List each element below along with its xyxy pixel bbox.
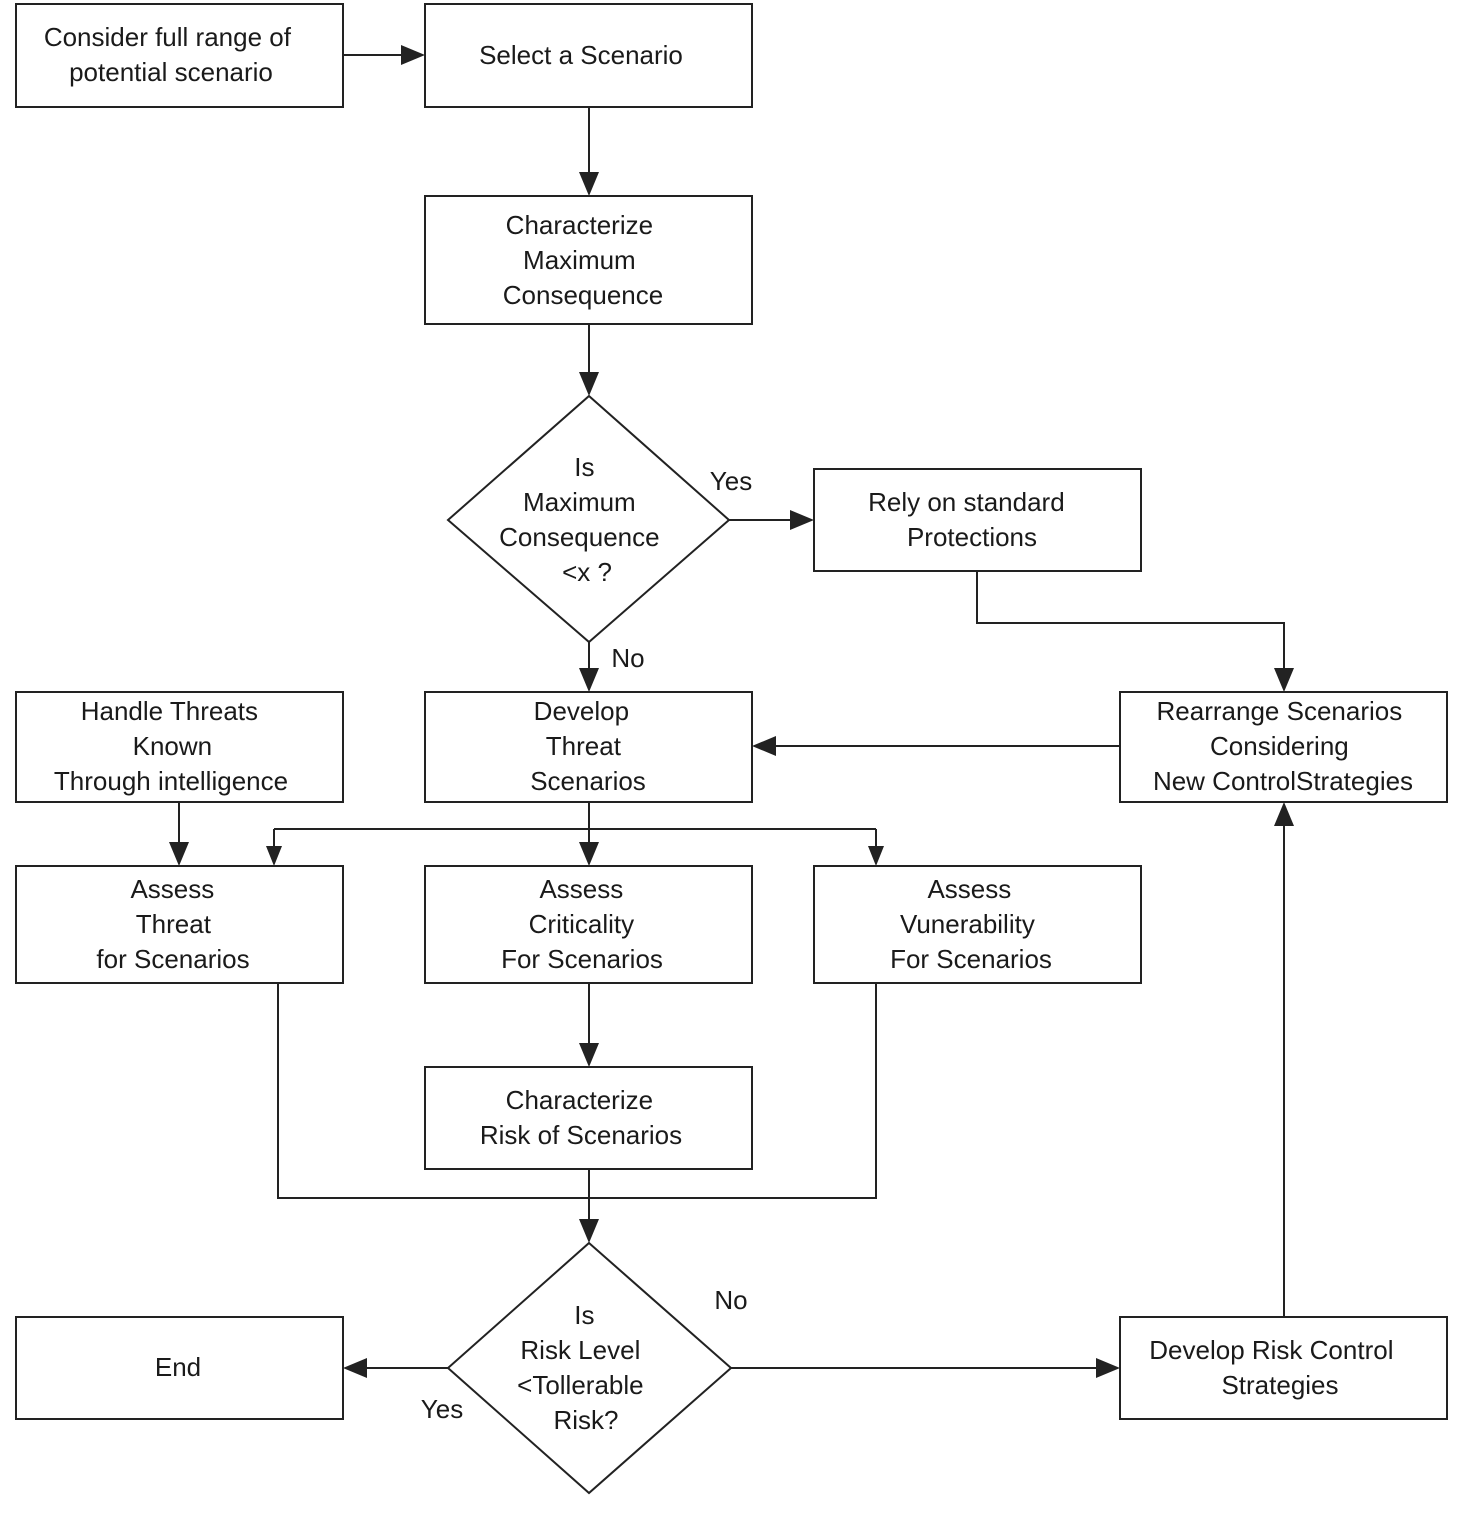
arrowhead-assess-threat-top-b	[266, 846, 282, 866]
node-select-scenario: Select a Scenario	[424, 3, 753, 108]
arrowhead-end-right	[343, 1358, 367, 1378]
edge-label-risk-no: No	[714, 1285, 747, 1315]
node-assess-threat-label: Assess Threat for Scenarios	[96, 874, 249, 974]
node-characterize-max-consequence-label: Characterize Maximum Consequence	[503, 210, 663, 310]
arrowhead-rearrange-top	[1274, 668, 1294, 692]
node-develop-risk-control: Develop Risk Control Strategies	[1119, 1316, 1448, 1420]
node-assess-threat: Assess Threat for Scenarios	[15, 865, 344, 984]
node-select-scenario-label: Select a Scenario	[479, 40, 683, 70]
node-assess-criticality: Assess Criticality For Scenarios	[424, 865, 753, 984]
node-rely-standard-protections-label: Rely on standard Protections	[868, 487, 1072, 552]
node-characterize-risk-label: Characterize Risk of Scenarios	[480, 1085, 682, 1150]
arrowhead-characterize-risk-top	[579, 1043, 599, 1067]
node-consider-scenarios-label: Consider full range of potential scenari…	[44, 22, 298, 87]
arrowhead-assess-vulnerability-top	[868, 846, 884, 866]
arrowhead-characterize-top	[579, 172, 599, 196]
node-rearrange-scenarios: Rearrange Scenarios Considering New Cont…	[1119, 691, 1448, 803]
arrowhead-rearrange-bottom	[1274, 802, 1294, 826]
node-develop-threat-scenarios-label: Develop Threat Scenarios	[530, 696, 646, 796]
decision-risk-level-label: Is Risk Level <Tollerable Risk?	[517, 1300, 651, 1435]
connectors	[169, 45, 1294, 1378]
node-develop-risk-control-label: Develop Risk Control Strategies	[1149, 1335, 1400, 1400]
node-assess-vulnerability: Assess Vunerability For Scenarios	[813, 865, 1142, 984]
arrowhead-assess-criticality-top	[579, 842, 599, 866]
decision-max-consequence-label: Is Maximum Consequence <x ?	[499, 452, 667, 587]
arrowhead-develop-top	[579, 668, 599, 692]
node-characterize-max-consequence: Characterize Maximum Consequence	[424, 195, 753, 325]
node-end: End	[15, 1316, 344, 1420]
arrowhead-risk-decision-top	[579, 1219, 599, 1243]
edge-label-max-no: No	[611, 643, 644, 673]
edge-rely-to-rearrange	[976, 571, 1285, 673]
node-develop-threat-scenarios: Develop Threat Scenarios	[424, 691, 753, 803]
node-end-label: End	[155, 1352, 201, 1382]
node-consider-scenarios: Consider full range of potential scenari…	[15, 3, 344, 108]
node-assess-vulnerability-label: Assess Vunerability For Scenarios	[890, 874, 1052, 974]
edge-label-max-yes: Yes	[710, 466, 752, 496]
decision-risk-level: Is Risk Level <Tollerable Risk?	[446, 1241, 733, 1495]
node-rely-standard-protections: Rely on standard Protections	[813, 468, 1142, 572]
arrowhead-decision-top	[579, 372, 599, 396]
node-characterize-risk: Characterize Risk of Scenarios	[424, 1066, 753, 1170]
arrowhead-assess-threat-top-a	[169, 842, 189, 866]
node-handle-known-threats: Handle Threats Known Through intelligenc…	[15, 691, 344, 803]
edge-assessments-merge	[277, 983, 877, 1224]
arrowhead-develop-right	[752, 736, 776, 756]
arrowhead-rely-left	[790, 510, 814, 530]
node-rearrange-scenarios-label: Rearrange Scenarios Considering New Cont…	[1153, 696, 1413, 796]
node-assess-criticality-label: Assess Criticality For Scenarios	[501, 874, 663, 974]
decision-max-consequence: Is Maximum Consequence <x ?	[446, 394, 731, 644]
arrowhead-develop-control-left	[1096, 1358, 1120, 1378]
arrowhead-select-left	[401, 45, 425, 65]
edge-develop-branch	[273, 802, 877, 849]
edge-label-risk-yes: Yes	[421, 1394, 463, 1424]
node-handle-known-threats-label: Handle Threats Known Through intelligenc…	[54, 696, 288, 796]
